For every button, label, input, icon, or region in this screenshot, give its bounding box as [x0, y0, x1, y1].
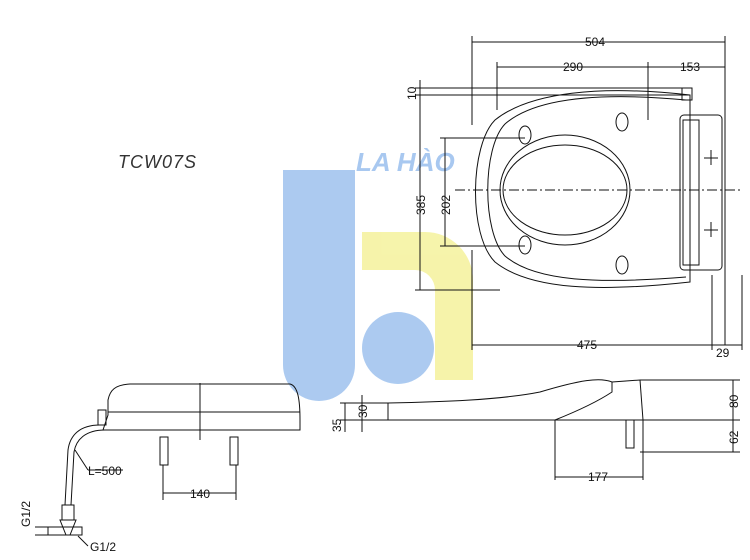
top-view: [415, 36, 743, 350]
dim-inner-length: 290: [563, 60, 583, 74]
dim-bolt-spacing: 140: [190, 487, 210, 501]
dim-hinge-offset: 153: [680, 60, 700, 74]
front-view: [35, 383, 301, 547]
watermark-logo: [283, 170, 473, 401]
dim-opening-width: 202: [439, 195, 453, 215]
side-view: [340, 379, 740, 480]
watermark-text: LA HÀO: [356, 147, 455, 177]
dim-front-thickness: 30: [356, 404, 370, 418]
dim-front-height: 35: [330, 418, 344, 432]
dim-rear-depth: 177: [588, 470, 608, 484]
dim-rear-height: 80: [727, 394, 741, 408]
dim-width: 385: [414, 195, 428, 215]
dim-hose-length: L=500: [88, 464, 122, 478]
dim-bolt-length: 62: [727, 430, 741, 444]
dim-inlet-horizontal: G1/2: [90, 540, 116, 554]
dim-tail: 29: [716, 346, 730, 360]
dim-bottom-length: 475: [577, 338, 597, 352]
dim-total-length: 504: [585, 35, 605, 49]
dim-inlet-vertical: G1/2: [19, 501, 33, 527]
model-name: TCW07S: [118, 152, 198, 172]
dim-top-gap: 10: [405, 86, 419, 100]
